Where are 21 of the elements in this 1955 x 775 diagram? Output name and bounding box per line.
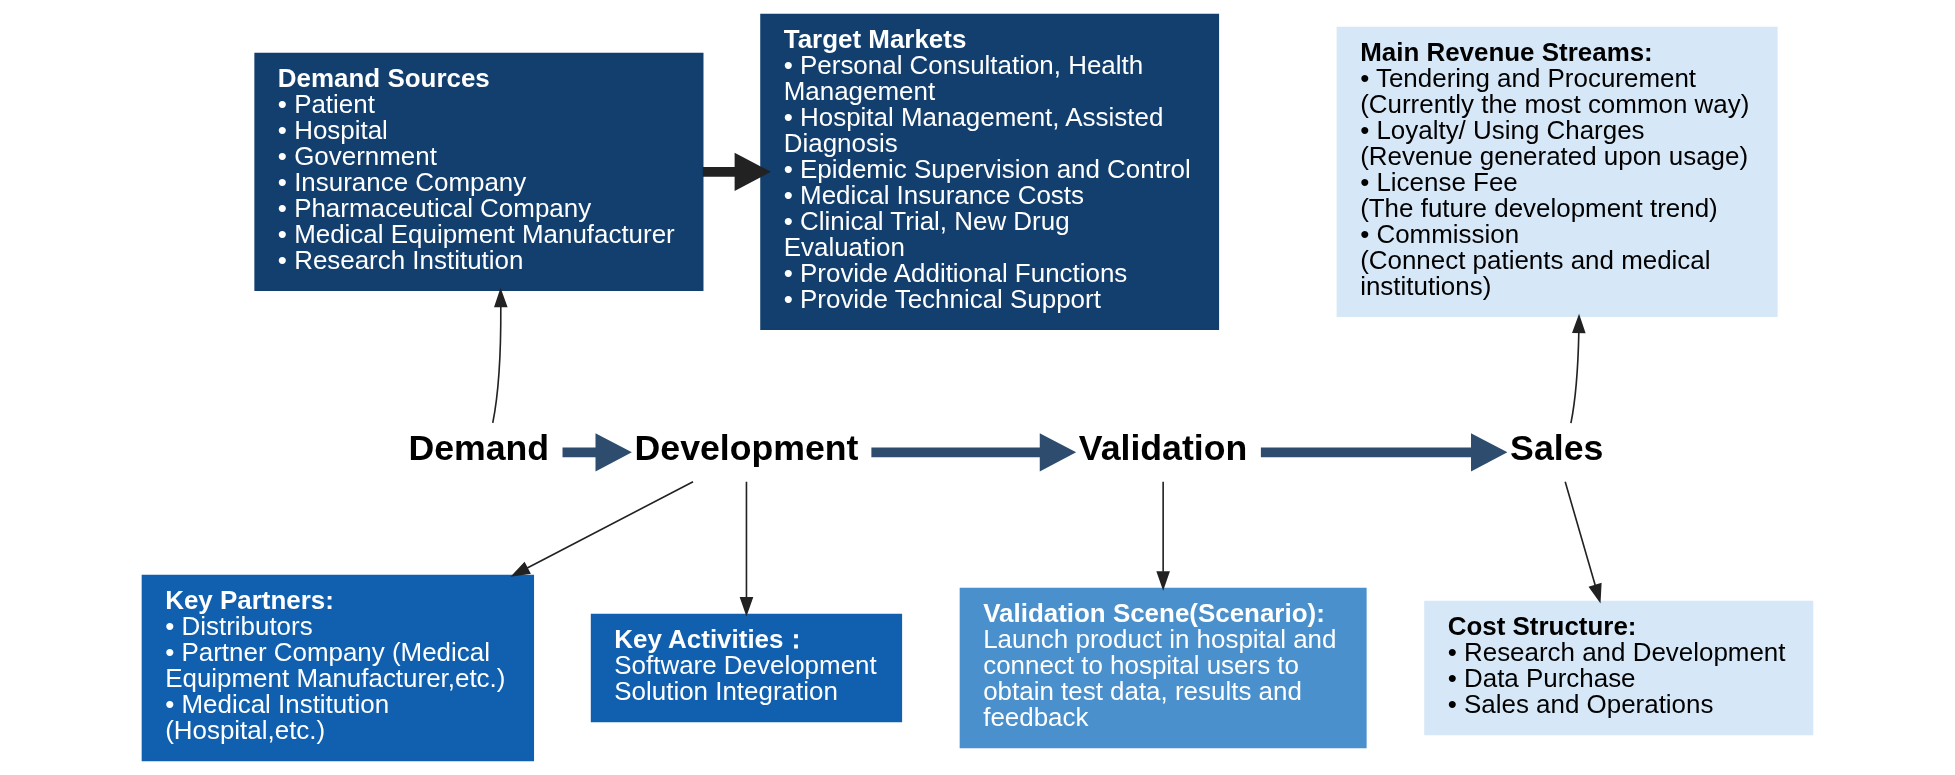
arrow	[1260, 433, 1508, 472]
node-box: Key Activities： Software Development Solution Integration	[590, 613, 903, 723]
node-box: Key Partners: • Distributors • Partner Company (Medical Equipment Manufacturer,etc.) • Medical Institution (Hospital,etc.)	[141, 574, 535, 762]
arrow	[739, 480, 754, 617]
node-box: Validation Scene(Scenario): Launch product in hospital and connect to hospital users to obtain test data, results and feedback	[959, 587, 1367, 749]
arrow	[1156, 480, 1170, 591]
arrow	[702, 152, 772, 191]
node-text: Validation	[1078, 427, 1248, 468]
arrow	[1570, 313, 1586, 424]
node-text: Demand	[408, 427, 550, 468]
node-box: Main Revenue Streams: • Tendering and Procurement (Currently the most common way) • Loyalty/ Using Charges (Revenue generated upon usage) • License Fee (The future development trend) • Commission (Connect patients and medical institutions)	[1336, 26, 1778, 317]
arrow	[562, 433, 632, 472]
arrow	[510, 480, 694, 577]
arrow	[1564, 480, 1602, 604]
arrow	[491, 287, 508, 424]
node-box: Target Markets • Personal Consultation, Health Management • Hospital Management, Assisted Diagnosis • Epidemic Supervision and Control • Medical Insurance Costs • Clinical Trial, New Drug Evaluation • Provide Additional Functions • Provide Technical Support	[760, 13, 1220, 330]
node-box: Demand Sources • Patient • Hospital • Government • Insurance Company • Pharmaceutical Company • Medical Equipment Manufacturer • Research Institution	[254, 52, 704, 292]
node-text: Development	[634, 427, 859, 468]
arrow	[871, 433, 1077, 472]
node-box: Cost Structure: • Research and Development • Data Purchase • Sales and Operations	[1424, 600, 1814, 736]
node-text: Sales	[1510, 427, 1604, 468]
